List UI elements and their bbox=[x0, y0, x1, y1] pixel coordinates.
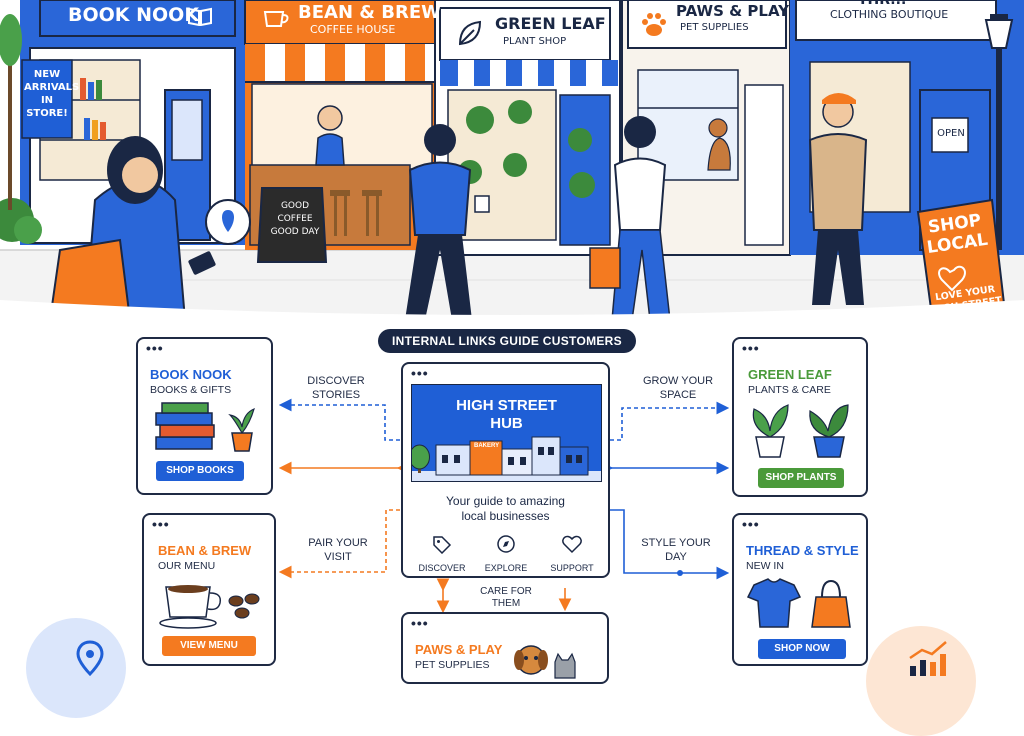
window-dots: ••• bbox=[742, 516, 760, 532]
book-icon bbox=[187, 6, 213, 27]
hub-banner[interactable]: High Street Hub Bakery bbox=[411, 384, 602, 482]
tag-icon bbox=[433, 536, 452, 555]
window-dots: ••• bbox=[152, 516, 170, 532]
hub-description: Your guide to amazing local businesses bbox=[446, 494, 565, 523]
storefront-sub-paws-play: Pet Supplies bbox=[680, 22, 749, 33]
dog-cat-icon bbox=[514, 645, 576, 679]
storefront-sign-thread: Thr... bbox=[858, 0, 907, 8]
book-nook-title: Book Nook bbox=[150, 367, 232, 382]
view-menu-button[interactable]: View Menu bbox=[162, 636, 256, 656]
bean-brew-title: Bean & Brew bbox=[158, 543, 252, 558]
paw-icon bbox=[638, 8, 670, 40]
window-dots: ••• bbox=[146, 340, 164, 356]
storefront-sub-bean-brew: Coffee House bbox=[310, 23, 396, 36]
link-arrows bbox=[278, 398, 730, 614]
green-leaf-subtitle: Plants & Care bbox=[748, 384, 831, 396]
storefront-sub-green-leaf: Plant Shop bbox=[503, 36, 567, 47]
street-illustration bbox=[0, 0, 1024, 320]
book-window-sign: New Arrivals in Store! bbox=[24, 69, 80, 119]
street-scene: Book Nook New Arrivals in Store! Bean & … bbox=[0, 0, 1024, 320]
link-label-discover: Discover Stories bbox=[307, 375, 365, 401]
thread-style-title: Thread & Style bbox=[746, 543, 859, 558]
green-leaf-card[interactable]: ••• Green Leaf Plants & Care Shop Plants bbox=[732, 337, 868, 497]
hub-action-support-label: Support bbox=[550, 563, 594, 573]
thread-style-subtitle: New In bbox=[746, 560, 784, 572]
coffee-cup-icon bbox=[262, 4, 290, 30]
mini-bakery-sign: Bakery bbox=[474, 443, 500, 449]
paws-play-title: Paws & Play bbox=[415, 642, 503, 657]
hub-action-discover-label: Discover bbox=[418, 563, 466, 573]
heart-icon bbox=[562, 535, 582, 554]
green-leaf-title: Green Leaf bbox=[748, 367, 832, 382]
leaf-icon bbox=[456, 18, 484, 48]
storefront-sub-thread: Clothing Boutique bbox=[830, 8, 949, 21]
thread-style-card[interactable]: ••• Thread & Style New In Shop Now bbox=[732, 513, 868, 666]
shop-plants-button[interactable]: Shop Plants bbox=[758, 468, 844, 488]
link-label-style: Style Your Day bbox=[641, 537, 711, 563]
mini-street-icon bbox=[412, 436, 601, 481]
link-label-pair: Pair Your Visit bbox=[308, 537, 368, 563]
window-dots: ••• bbox=[411, 365, 429, 381]
growth-chart-icon bbox=[909, 641, 947, 676]
book-nook-card[interactable]: ••• Book Nook Books & Gifts Shop Books bbox=[136, 337, 273, 495]
hub-action-support[interactable]: Support bbox=[547, 534, 597, 573]
compass-icon bbox=[497, 535, 515, 553]
door-open-sign: Open bbox=[937, 128, 965, 139]
storefront-sign-book-nook: Book Nook bbox=[68, 4, 200, 26]
paws-play-subtitle: Pet Supplies bbox=[415, 659, 490, 671]
hub-action-discover[interactable]: Discover bbox=[417, 534, 467, 573]
map-pin-icon bbox=[76, 640, 104, 676]
bean-brew-card[interactable]: ••• Bean & Brew Our Menu View Menu bbox=[142, 513, 276, 666]
storefront-sign-green-leaf: Green Leaf bbox=[495, 14, 606, 33]
window-dots: ••• bbox=[411, 615, 429, 631]
paws-play-card[interactable]: ••• Paws & Play Pet Supplies bbox=[401, 612, 609, 684]
storefront-sign-paws-play: Paws & Play bbox=[676, 2, 790, 20]
hub-action-explore-label: Explore bbox=[484, 563, 528, 573]
book-nook-subtitle: Books & Gifts bbox=[150, 384, 232, 396]
plants-icon bbox=[752, 404, 849, 458]
link-label-grow: Grow Your Space bbox=[642, 375, 714, 401]
shop-books-button[interactable]: Shop Books bbox=[156, 461, 244, 481]
link-label-care: Care For Them bbox=[480, 586, 532, 609]
window-dots: ••• bbox=[742, 340, 760, 356]
bean-brew-subtitle: Our Menu bbox=[158, 560, 216, 572]
hub-action-explore[interactable]: Explore bbox=[481, 534, 531, 573]
growth-chart-decoration bbox=[866, 626, 976, 736]
coffee-cup-icon bbox=[159, 585, 260, 629]
books-icon bbox=[155, 402, 255, 452]
clothing-icon bbox=[746, 578, 851, 628]
hub-card[interactable]: ••• High Street Hub Bakery Your guide to… bbox=[401, 362, 610, 578]
shop-now-button[interactable]: Shop Now bbox=[758, 639, 846, 659]
internal-links-banner: Internal Links Guide Customers bbox=[378, 329, 636, 353]
hub-title: High Street Hub bbox=[456, 397, 557, 432]
storefront-sign-bean-brew: Bean & Brew bbox=[298, 2, 441, 23]
map-pin-decoration bbox=[26, 618, 126, 718]
coffee-board-text: Good Coffee Good Day bbox=[270, 201, 320, 237]
